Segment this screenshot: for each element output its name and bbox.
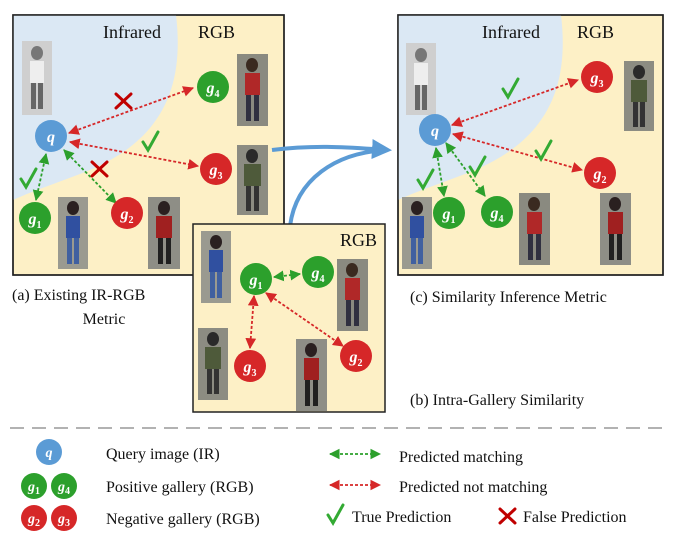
arrow-q-g2 (63, 149, 117, 204)
arrow-q-g3 (450, 78, 580, 127)
flow-arrow-a-to-c (271, 139, 392, 160)
svg-text:q: q (47, 129, 55, 146)
node-g2: g2 (340, 340, 372, 372)
panel-c-infrared-label: Infrared (482, 22, 540, 42)
arrow-q-g1 (32, 152, 50, 202)
legend-nomatch-label: Predicted not matching (399, 479, 547, 496)
person-photo (58, 197, 88, 269)
check-icon (534, 139, 553, 162)
node-g2: g2 (584, 157, 616, 189)
arrow-g1-g2 (265, 292, 344, 347)
panel-b: RGB g1 g4 g3 (192, 223, 386, 413)
svg-text:g2: g2 (349, 349, 363, 369)
check-icon (141, 130, 160, 153)
person-photo (237, 145, 268, 215)
svg-text:g3: g3 (57, 512, 70, 529)
legend-positive-nodes: g1 g4 (21, 473, 77, 499)
check-icon (416, 168, 435, 191)
svg-text:g4: g4 (57, 480, 70, 497)
legend-query-label: Query image (IR) (106, 446, 220, 463)
check-icon (501, 77, 520, 100)
node-g2: g2 (111, 197, 143, 229)
cross-icon (498, 507, 517, 525)
legend-negative-nodes: g2 g3 (21, 505, 77, 531)
cross-icon (90, 160, 109, 178)
check-icon (19, 167, 38, 190)
flow-arrow-b-to-c (288, 148, 389, 227)
node-g3: g3 (234, 350, 266, 382)
panel-a-caption-line2: Metric (83, 311, 126, 328)
svg-text:g2: g2 (593, 166, 607, 186)
node-q: q (419, 114, 451, 146)
check-icon (468, 155, 487, 178)
svg-text:g3: g3 (590, 70, 604, 90)
person-photo (22, 41, 52, 115)
node-g3: g3 (581, 61, 613, 93)
svg-text:g1: g1 (27, 480, 40, 497)
person-photo (600, 193, 631, 265)
svg-text:g3: g3 (243, 359, 257, 379)
arrow-q-g4 (445, 142, 486, 197)
panel-a-rgb-label: RGB (198, 22, 235, 42)
panel-b-caption: (b) Intra-Gallery Similarity (410, 392, 584, 409)
svg-text:g2: g2 (27, 512, 40, 529)
arrow-q-g2 (451, 131, 584, 173)
node-g1: g1 (240, 263, 272, 295)
node-g1: g1 (433, 197, 465, 229)
svg-text:g4: g4 (206, 80, 220, 100)
person-photo (624, 61, 654, 131)
arrow-q-g4 (67, 86, 195, 135)
legend-negative-label: Negative gallery (RGB) (106, 511, 260, 528)
svg-text:q: q (431, 123, 439, 140)
legend-query-node: q (36, 439, 62, 465)
node-g4: g4 (481, 196, 513, 228)
person-photo (148, 197, 180, 269)
person-photo (402, 197, 432, 269)
node-q: q (35, 120, 67, 152)
svg-text:g4: g4 (311, 265, 325, 285)
person-photo (296, 339, 327, 411)
arrow-q-g1 (432, 146, 448, 198)
legend-match-label: Predicted matching (399, 449, 523, 466)
svg-text:g1: g1 (28, 211, 42, 231)
person-photo (237, 54, 268, 126)
legend-false-label: False Prediction (523, 509, 627, 526)
svg-text:g4: g4 (490, 205, 504, 225)
person-photo (519, 193, 550, 265)
cross-icon (114, 92, 133, 110)
svg-text:g1: g1 (249, 272, 263, 292)
node-g4: g4 (197, 71, 229, 103)
node-g4: g4 (302, 256, 334, 288)
panel-a-caption-line1: (a) Existing IR-RGB (12, 287, 145, 304)
check-icon (326, 503, 345, 526)
legend-positive-label: Positive gallery (RGB) (106, 479, 254, 496)
panel-a: Infrared RGB (12, 14, 285, 276)
panel-c: Infrared RGB q (397, 14, 664, 276)
panel-c-rgb-label: RGB (577, 22, 614, 42)
node-g3: g3 (200, 153, 232, 185)
svg-text:g2: g2 (120, 206, 134, 226)
legend-true-label: True Prediction (352, 509, 451, 526)
panel-c-caption: (c) Similarity Inference Metric (410, 289, 607, 306)
arrow-g1-g4 (272, 269, 302, 282)
svg-text:q: q (46, 446, 53, 461)
node-g1: g1 (19, 202, 51, 234)
person-photo (406, 43, 436, 115)
legend: q Query image (IR) g1 g4 Positive galler… (21, 439, 627, 531)
person-photo (337, 259, 368, 331)
person-photo (198, 328, 228, 400)
arrow-g1-g3 (245, 294, 259, 350)
person-photo (201, 231, 231, 303)
panel-b-rgb-label: RGB (340, 230, 377, 250)
svg-text:g3: g3 (209, 162, 223, 182)
panel-a-infrared-label: Infrared (103, 22, 161, 42)
arrow-q-g3 (68, 138, 200, 170)
svg-text:g1: g1 (442, 206, 456, 226)
